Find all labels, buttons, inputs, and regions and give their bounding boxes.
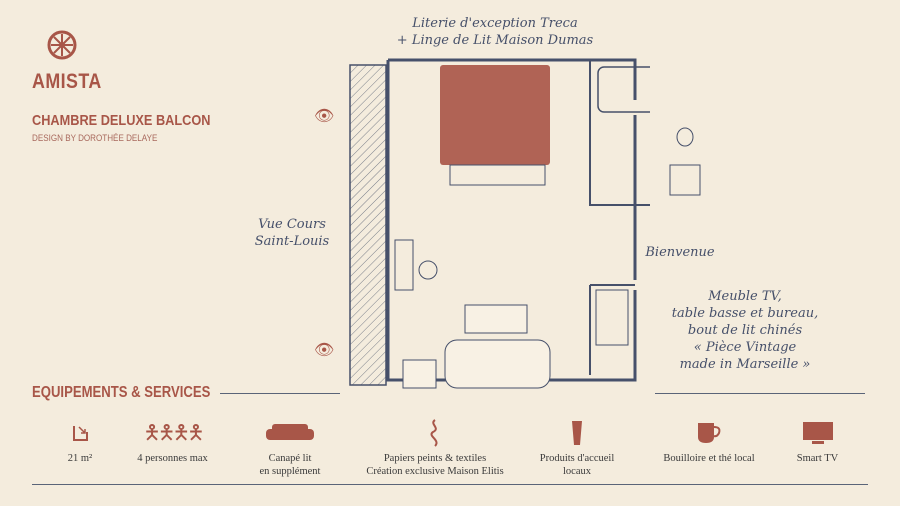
area-icon	[73, 426, 88, 441]
people-icon: 🯅🯅🯅🯅	[143, 421, 204, 444]
furniture-note: Meuble TV, table basse et bureau, bout de …	[655, 288, 835, 373]
furniture-line: bout de lit chinés	[687, 323, 803, 338]
divider	[32, 484, 868, 485]
service-label: en supplément	[259, 466, 321, 477]
service-label: Bouilloire et thé local	[663, 453, 755, 464]
bathroom-fixtures	[669, 127, 701, 196]
service-label: 21 m²	[67, 453, 93, 464]
bedding-line-1: Literie d'exception Treca	[412, 16, 578, 31]
service-toiletries: Produits d'accueil locaux	[527, 418, 627, 478]
service-label: Canapé lit	[268, 453, 312, 464]
sofa-icon	[266, 424, 314, 440]
brand-name: AMISTA	[32, 70, 102, 93]
service-label: Smart TV	[796, 453, 839, 464]
services-title: EQUIPEMENTS & SERVICES	[32, 384, 211, 401]
service-capacity: 🯅🯅🯅🯅 4 personnes max	[125, 418, 220, 465]
welcome-note: Bienvenue	[645, 245, 715, 260]
bedding-line-2: + Linge de Lit Maison Dumas	[396, 33, 594, 48]
furniture-line: Meuble TV,	[708, 289, 782, 304]
service-label: Papiers peints & textiles	[383, 453, 487, 464]
eye-icon-bottom: 👁	[314, 342, 335, 359]
service-sofa: Canapé lit en supplément	[240, 418, 340, 478]
designer-credit: DESIGN BY DOROTHÉE DELAYE	[32, 133, 158, 144]
service-label: Création exclusive Maison Elitis	[366, 466, 504, 477]
furniture-line: « Pièce Vintage	[693, 340, 797, 355]
tv-icon	[802, 422, 833, 444]
service-area: 21 m²	[40, 418, 120, 465]
divider	[655, 393, 865, 394]
wallpaper-icon	[430, 419, 438, 447]
furniture-line: made in Marseille »	[679, 357, 811, 372]
service-label: 4 personnes max	[137, 453, 208, 464]
furniture-line: table basse et bureau,	[671, 306, 819, 321]
room-title: CHAMBRE DELUXE BALCON	[32, 112, 211, 129]
eye-icon-top: 👁	[314, 108, 335, 125]
mug-icon	[698, 423, 721, 443]
service-kettle: Bouilloire et thé local	[650, 418, 768, 465]
bedding-note: Literie d'exception Treca + Linge de Lit …	[360, 15, 630, 49]
service-label: locaux	[563, 466, 591, 477]
service-label: Produits d'accueil	[539, 453, 615, 464]
view-line-2: Saint-Louis	[254, 234, 330, 249]
view-line-1: Vue Cours	[258, 217, 326, 232]
toiletries-icon	[572, 421, 582, 445]
service-tv: Smart TV	[780, 418, 855, 465]
divider	[220, 393, 340, 394]
amista-logo-icon	[47, 30, 77, 60]
floor-plan	[349, 58, 650, 389]
